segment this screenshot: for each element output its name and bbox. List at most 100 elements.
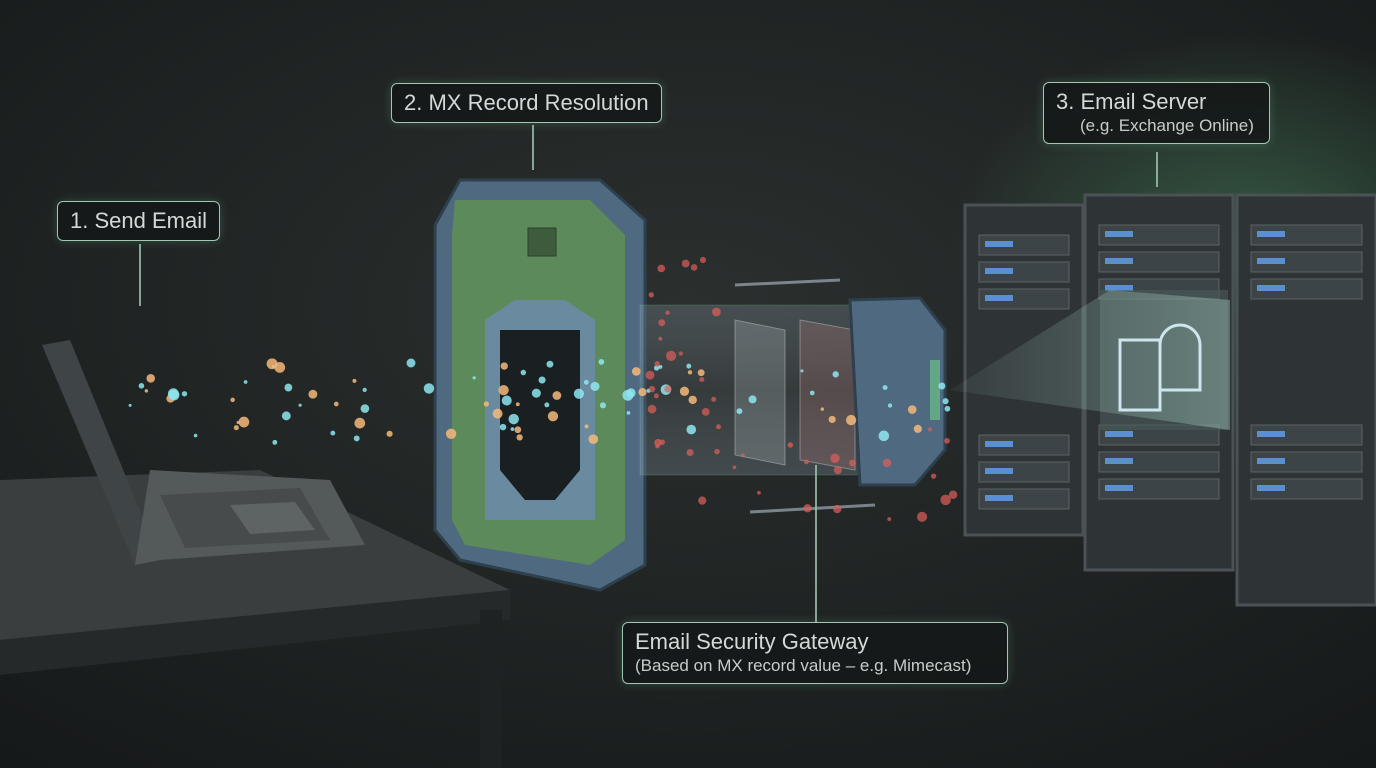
data-particle — [333, 401, 339, 407]
data-particle — [406, 358, 416, 368]
blocked-particle — [654, 361, 660, 367]
data-particle — [688, 395, 697, 405]
server-led — [1257, 258, 1285, 264]
data-particle — [887, 403, 893, 408]
step-send-email-title: 1. Send Email — [70, 208, 207, 233]
server-led — [1257, 458, 1285, 464]
data-particle — [520, 369, 527, 376]
data-particle — [631, 367, 641, 376]
data-particle — [501, 395, 512, 406]
blocked-particle — [833, 466, 842, 475]
blocked-particle — [681, 259, 690, 268]
data-particle — [658, 364, 663, 369]
step-email-server-title: 3. Email Server — [1056, 89, 1207, 114]
data-particle — [272, 439, 278, 445]
data-particle — [138, 382, 145, 389]
data-particle — [233, 425, 239, 431]
data-particle — [354, 417, 366, 429]
blocked-particle — [647, 404, 657, 414]
server-led — [1257, 285, 1285, 291]
blocked-particle — [699, 376, 705, 382]
blocked-particle — [653, 393, 659, 399]
server-led — [1257, 431, 1285, 437]
data-particle — [599, 402, 607, 409]
blocked-particle — [928, 427, 933, 432]
blocked-particle — [665, 310, 670, 315]
server-led — [1105, 458, 1133, 464]
step-email-server-label: 3. Email Server (e.g. Exchange Online) — [1043, 82, 1270, 144]
data-particle — [472, 376, 476, 380]
step-mx-resolution-label: 2. MX Record Resolution — [391, 83, 662, 123]
server-unit — [978, 234, 1070, 256]
blocked-particle — [917, 511, 928, 522]
data-particle — [193, 433, 198, 438]
data-particle — [584, 424, 589, 429]
blocked-particle — [948, 490, 958, 499]
data-particle — [500, 362, 508, 370]
data-particle — [938, 382, 946, 390]
data-particle — [686, 363, 692, 369]
data-particle — [809, 390, 815, 396]
data-particle — [832, 371, 839, 378]
blocked-particle — [648, 292, 654, 298]
server-unit — [978, 288, 1070, 310]
data-particle — [144, 389, 149, 393]
data-particle — [748, 395, 757, 404]
data-particle — [308, 389, 318, 399]
server-led — [1105, 231, 1133, 237]
server-unit — [1098, 451, 1220, 473]
data-particle — [573, 388, 585, 399]
blocked-particle — [944, 437, 950, 444]
connector-server — [1156, 152, 1158, 187]
server-led — [985, 441, 1013, 447]
data-particle — [800, 369, 804, 373]
data-particle — [638, 388, 647, 397]
data-particle — [243, 380, 248, 384]
data-particle — [878, 430, 890, 442]
data-particle — [531, 388, 541, 398]
data-particle — [544, 402, 550, 408]
server-led — [1105, 285, 1133, 291]
server-led — [1105, 485, 1133, 491]
server-unit — [978, 461, 1070, 483]
data-particle — [547, 411, 559, 422]
server-led — [1257, 231, 1285, 237]
server-unit — [1098, 478, 1220, 500]
blocked-particle — [658, 319, 666, 327]
connector-send — [139, 244, 141, 306]
blocked-particle — [740, 453, 745, 458]
blocked-particle — [698, 496, 707, 505]
mx-gate — [433, 178, 647, 592]
data-particle — [942, 398, 949, 405]
blocked-particle — [757, 490, 761, 495]
data-particle — [492, 408, 503, 419]
data-particle — [514, 426, 522, 434]
data-particle — [483, 401, 489, 407]
blocked-particle — [732, 465, 737, 470]
blocked-particle — [655, 443, 660, 449]
blocked-particle — [658, 336, 663, 341]
blocked-particle — [787, 442, 794, 448]
security-gateway-title: Email Security Gateway — [635, 629, 869, 654]
blocked-particle — [648, 385, 656, 393]
blocked-particle — [830, 453, 840, 464]
data-particle — [423, 383, 435, 394]
data-particle — [622, 389, 634, 401]
server-unit — [1250, 424, 1363, 446]
connector-mx — [532, 125, 534, 170]
data-particle — [944, 405, 951, 412]
data-particle — [516, 434, 523, 441]
data-particle — [538, 376, 546, 384]
data-particle — [353, 435, 360, 442]
server-led — [985, 468, 1013, 474]
data-particle — [583, 379, 589, 385]
blocked-particle — [849, 459, 856, 467]
data-particle — [386, 430, 393, 437]
data-particle — [913, 424, 922, 433]
data-particle — [128, 403, 132, 407]
server-led — [1105, 431, 1133, 437]
step-email-server-subtitle: (e.g. Exchange Online) — [1080, 116, 1254, 135]
server-unit — [1250, 278, 1363, 300]
data-particle — [330, 430, 336, 436]
server-unit — [978, 261, 1070, 283]
